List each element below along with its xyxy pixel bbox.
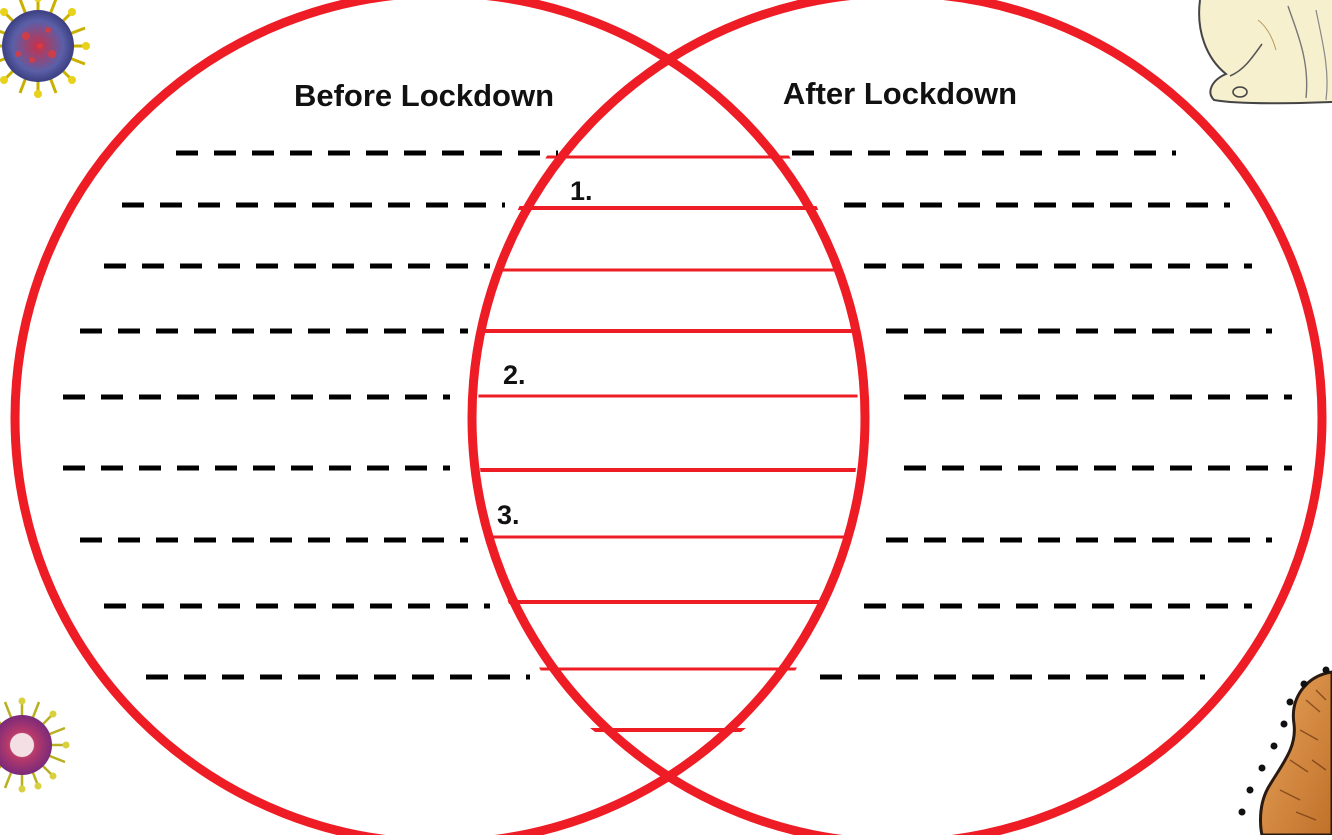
peanut-illustration xyxy=(1239,667,1332,836)
before-lockdown-title: Before Lockdown xyxy=(294,78,554,113)
virus-icon xyxy=(0,698,70,793)
after-lockdown-title: After Lockdown xyxy=(783,76,1017,111)
overlap-label-2: 2. xyxy=(503,360,526,390)
before-lockdown-circle xyxy=(15,0,865,835)
virus-icon xyxy=(0,0,90,98)
after-lockdown-circle xyxy=(472,0,1322,835)
overlap-label-1: 1. xyxy=(570,176,593,206)
overlap-label-3: 3. xyxy=(497,500,520,530)
left-blank-lines xyxy=(63,153,558,677)
sketch-illustration xyxy=(1199,0,1332,103)
